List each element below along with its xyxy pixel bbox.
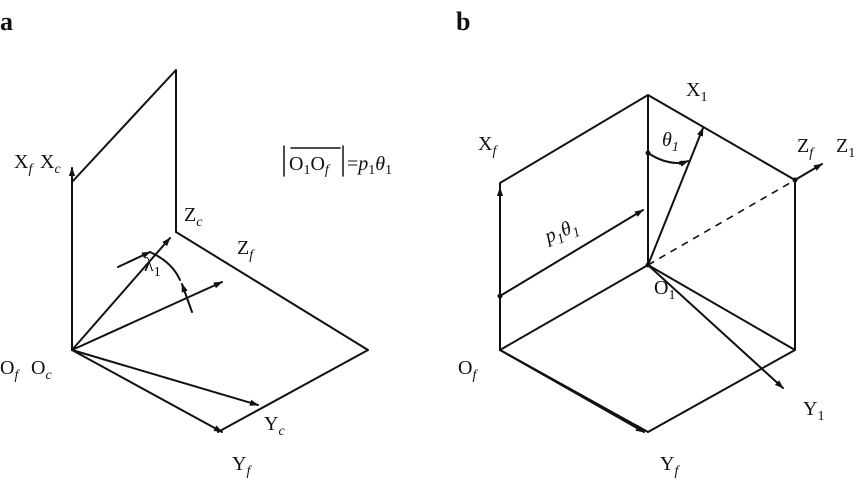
svg-text:Oc: Oc [31,357,52,383]
svg-text:Xf: Xf [14,151,34,177]
panel-b-label-xf: Xf [478,133,498,159]
panel-a-zc-axis [71,237,171,351]
panel-a-letter: a [0,7,13,36]
panel-b-label-zf: Zf [797,135,815,161]
panel-b-label-p-theta: p1θ1 [540,215,583,253]
panel-a: a Xf Xc Zc Zf λ1 Of [0,7,392,479]
panel-a-label-oc: Oc [31,357,52,383]
panel-a-label-yf: Yf [232,453,252,479]
svg-text:θ1: θ1 [662,129,679,155]
panel-b-theta-arc [647,152,687,164]
panel-b-dot-z [792,177,798,183]
panel-b-bottom-face [499,264,796,433]
panel-b-label-theta: θ1 [662,129,679,155]
panel-a-label-of: Of [0,357,20,383]
panel-a-yc-axis [71,349,259,406]
panel-a-zf-axis [71,281,223,351]
svg-text:Yf: Yf [660,453,680,479]
svg-text:Zf: Zf [237,237,255,263]
panel-a-label-xf: Xf [14,151,34,177]
svg-text:Y1: Y1 [803,398,824,424]
panel-a-lambda-arrow-right [181,283,193,313]
svg-text:O1: O1 [654,277,675,303]
panel-b-yf-axis [499,349,645,433]
panel-b-x1-axis [647,127,704,266]
svg-text:O1Of: O1Of [289,153,331,178]
svg-text:Xf: Xf [478,133,498,159]
panel-b-label-x1: X1 [686,79,707,105]
panel-a-yf-axis [71,349,223,433]
panel-a-formula: O1Of =p1θ1 [283,145,392,178]
svg-text:=p1θ1: =p1θ1 [347,153,392,178]
panel-b-letter: b [456,7,470,36]
svg-text:Zf: Zf [797,135,815,161]
panel-b-label-z1: Z1 [836,135,855,161]
panel-b-y1-axis [647,264,784,389]
panel-a-horizontal-plane [175,231,369,433]
svg-text:X1: X1 [686,79,707,105]
panel-a-label-zf: Zf [237,237,255,263]
panel-b-dot-o1 [645,262,651,268]
svg-text:p1θ1: p1θ1 [540,215,583,253]
panel-a-label-lambda: λ1 [144,254,161,280]
panel-b-label-y1: Y1 [803,398,824,424]
panel-b: b Xf X1 θ1 Zf Z [456,7,855,479]
panel-b-label-o1: O1 [654,277,675,303]
svg-text:Yf: Yf [232,453,252,479]
panel-a-lambda-arrow-left [117,251,151,268]
svg-text:λ1: λ1 [144,254,161,280]
panel-b-label-yf: Yf [660,453,680,479]
panel-b-label-of: Of [458,357,478,383]
panel-a-vertical-plane [71,69,177,351]
panel-b-z1-axis [794,163,823,181]
panel-b-dot-xf [497,293,503,299]
panel-a-label-xc: Xc [40,151,61,177]
panel-b-dot-theta [645,150,651,156]
svg-text:Z1: Z1 [836,135,855,161]
panel-a-label-yc: Yc [264,413,285,439]
svg-text:Of: Of [0,357,20,383]
panel-b-p-theta-vector [499,209,644,297]
panel-b-dashed-line [647,179,796,266]
svg-text:Xc: Xc [40,151,61,177]
svg-text:Yc: Yc [264,413,285,439]
panel-a-label-zc: Zc [184,204,203,230]
panel-a-lambda-arc [149,251,181,281]
svg-text:Of: Of [458,357,478,383]
svg-text:Zc: Zc [184,204,203,230]
panel-b-theta-arrow [679,160,689,167]
